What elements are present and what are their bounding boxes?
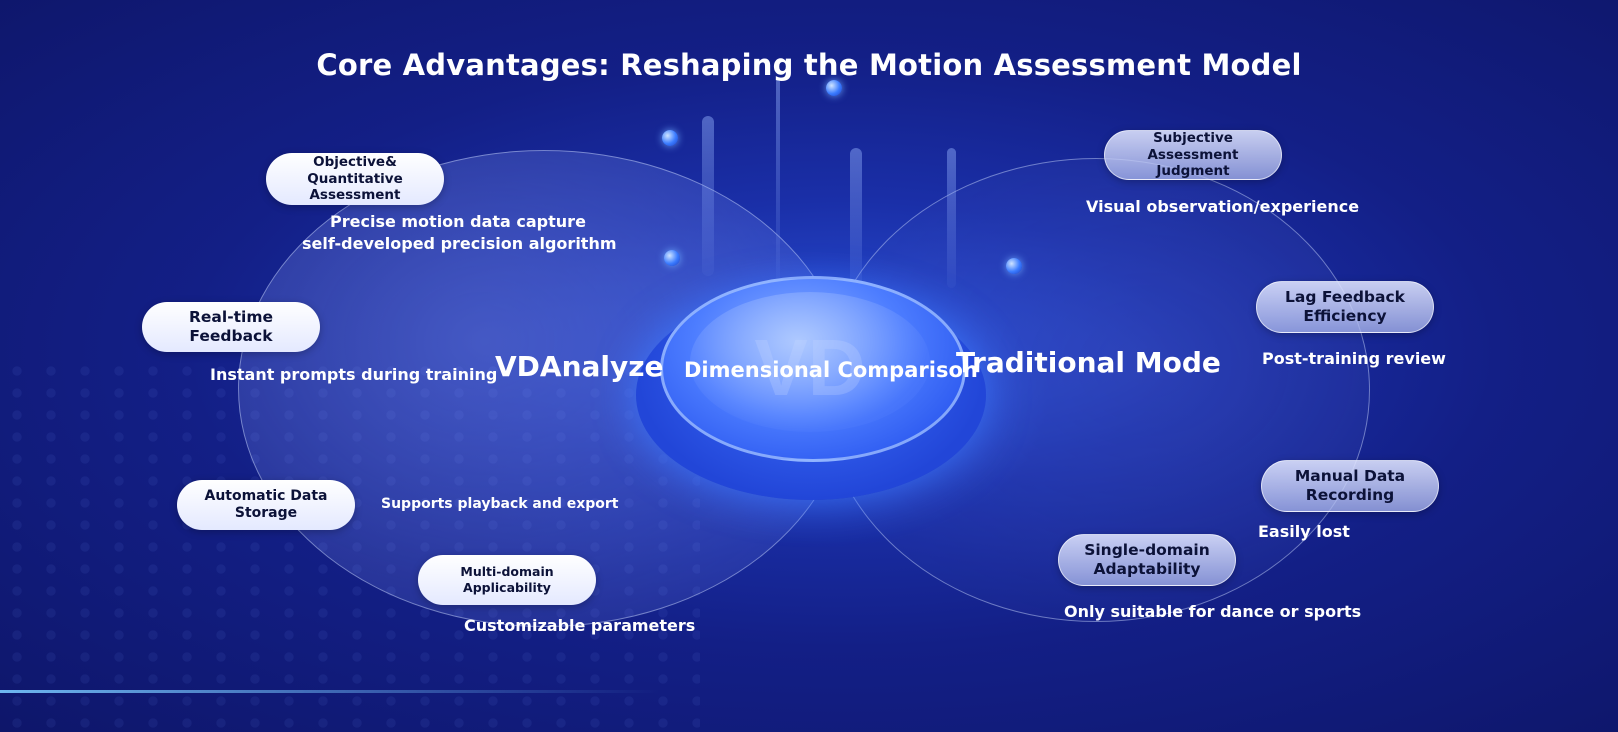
objective-quantitative-pill: Objective& Quantitative Assessment bbox=[266, 153, 444, 205]
manual-data-recording-pill: Manual Data Recording bbox=[1261, 460, 1439, 512]
vdanalyze-label: VDAnalyze bbox=[495, 350, 664, 383]
light-pillar bbox=[947, 148, 956, 288]
multi-domain-applicability-pill: Multi-domain Applicability bbox=[418, 555, 596, 605]
multi-domain-desc: Customizable parameters bbox=[464, 616, 696, 635]
floor-light-line bbox=[0, 690, 660, 693]
glow-orb bbox=[826, 80, 842, 96]
real-time-feedback-pill: Real-time Feedback bbox=[142, 302, 320, 352]
lag-feedback-pill: Lag Feedback Efficiency bbox=[1256, 281, 1434, 333]
subjective-assessment-pill: Subjective Assessment Judgment bbox=[1104, 130, 1282, 180]
center-label: Dimensional Comparison bbox=[684, 358, 978, 382]
manual-data-recording-desc: Easily lost bbox=[1258, 522, 1350, 541]
page-title: Core Advantages: Reshaping the Motion As… bbox=[316, 48, 1302, 82]
subjective-assessment-desc: Visual observation/experience bbox=[1086, 197, 1360, 216]
single-domain-desc: Only suitable for dance or sports bbox=[1064, 602, 1362, 621]
light-pillar bbox=[702, 116, 714, 276]
glow-orb bbox=[1006, 258, 1022, 274]
objective-desc-line1: Precise motion data capture bbox=[330, 212, 586, 231]
glow-orb bbox=[664, 250, 680, 266]
single-domain-pill: Single-domain Adaptability bbox=[1058, 534, 1236, 586]
traditional-mode-label: Traditional Mode bbox=[956, 346, 1221, 379]
vd-logo-watermark: VD bbox=[754, 323, 866, 412]
center-disc-highlight bbox=[690, 292, 930, 432]
lag-feedback-desc: Post-training review bbox=[1262, 349, 1446, 368]
glow-orb bbox=[662, 130, 678, 146]
objective-desc-line2: self-developed precision algorithm bbox=[302, 234, 617, 253]
automatic-data-storage-desc: Supports playback and export bbox=[381, 496, 619, 512]
automatic-data-storage-pill: Automatic Data Storage bbox=[177, 480, 355, 530]
real-time-feedback-desc: Instant prompts during training bbox=[210, 365, 498, 384]
light-pillar bbox=[776, 80, 780, 280]
